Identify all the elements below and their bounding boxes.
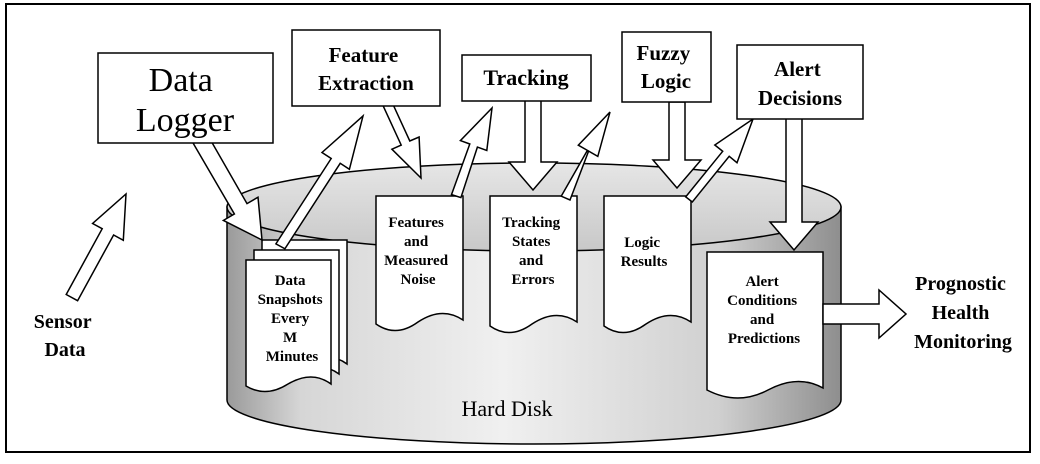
arrow-snapshots-to-feature xyxy=(274,113,365,250)
arrows xyxy=(65,92,908,340)
doc-alert-text: Alert Conditions and Predictions xyxy=(727,274,801,347)
arrow-conditions-to-output xyxy=(822,288,908,340)
doc-alert-conditions: Alert Conditions and Predictions xyxy=(706,251,824,399)
tracking-label: Tracking xyxy=(483,65,568,90)
doc-features-text: Features and Measured Noise xyxy=(384,215,452,288)
arrow-states-to-fuzzy xyxy=(560,111,611,201)
data-logger-label: Data Logger xyxy=(136,62,235,139)
doc-tracking-states: Tracking States and Errors xyxy=(489,195,578,334)
alert-decisions-label: Alert Decisions xyxy=(758,57,842,110)
doc-logic-text: Logic Results xyxy=(621,235,668,270)
arrow-features-to-tracking xyxy=(450,105,494,199)
arrow-tracking-to-states xyxy=(507,99,559,192)
box-fuzzy-logic: Fuzzy Logic xyxy=(621,31,712,103)
prognostic-health-label: Prognostic Health Monitoring xyxy=(914,273,1012,353)
box-data-logger: Data Logger xyxy=(97,52,274,144)
box-tracking: Tracking xyxy=(461,54,592,102)
arrow-results-to-alert xyxy=(684,117,755,204)
box-alert-decisions: Alert Decisions xyxy=(736,44,864,120)
arrow-sensor-to-logger xyxy=(65,192,127,302)
feature-extraction-label: Feature Extraction xyxy=(318,43,414,95)
doc-data-snapshots: Data Snapshots Every M Minutes xyxy=(245,239,348,393)
box-feature-extraction: Feature Extraction xyxy=(291,29,441,107)
doc-logic-results: Logic Results xyxy=(603,195,692,334)
arrow-alert-to-conditions xyxy=(768,117,820,252)
doc-features: Features and Measured Noise xyxy=(375,195,464,332)
hard-disk-label: Hard Disk xyxy=(461,396,552,421)
arrow-fuzzy-to-results xyxy=(651,101,703,190)
fuzzy-logic-label: Fuzzy Logic xyxy=(637,41,696,93)
doc-snapshots-text: Data Snapshots Every M Minutes xyxy=(258,273,327,365)
sensor-data-label: Sensor Data xyxy=(34,311,96,361)
arrow-logger-to-snapshots xyxy=(192,131,263,242)
doc-tracking-text: Tracking States and Errors xyxy=(502,215,564,288)
